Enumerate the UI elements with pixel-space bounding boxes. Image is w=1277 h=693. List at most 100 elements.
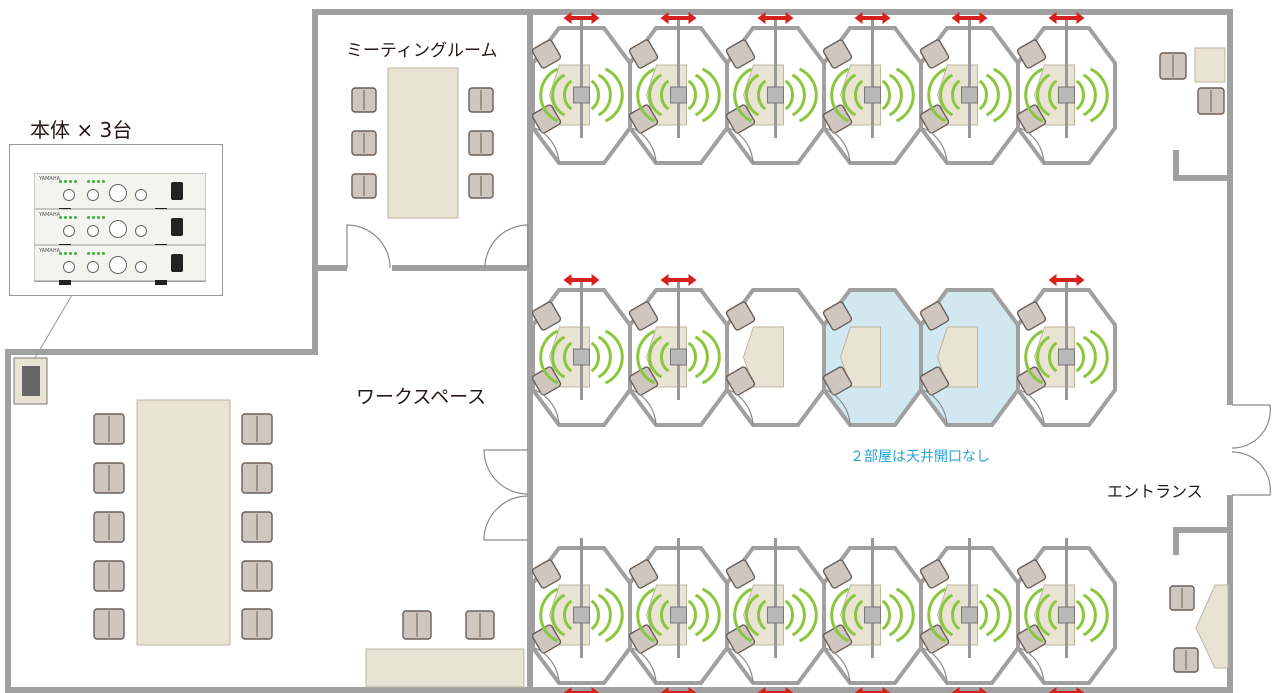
booth-desk [936,326,978,388]
no-ceiling-note: ２部屋は天井開口なし [850,449,990,465]
signal-wave [842,593,857,637]
booth-door [728,389,754,426]
speaker-icon [961,86,978,104]
signal-wave [888,73,903,117]
booth-chair [531,104,562,134]
mixer-unit: YAMAHA [34,173,206,213]
signal-wave [551,593,566,637]
chair-seat [725,624,756,654]
chair-seat [531,301,562,331]
speaker-icon [670,348,687,366]
conference-chair [241,462,273,494]
knob-icon [135,189,147,201]
meeting-chair [468,173,494,199]
booth [531,274,632,427]
arrow-icon [1048,274,1085,286]
booth-chair [725,366,756,396]
speaker-icon [670,606,687,624]
booth [822,538,923,693]
signal-wave [660,599,670,631]
door [484,224,529,269]
booth-door [922,647,948,684]
signal-wave [1048,79,1058,111]
chair-seat [628,104,659,134]
signal-wave [927,587,947,643]
signal-wave [939,73,954,117]
chair-seat [919,559,950,589]
booth [725,288,826,427]
signal-wave [1024,67,1044,123]
units-title: 本体 × 3台 [30,118,133,142]
booth-door [728,647,754,684]
signal-wave [830,587,850,643]
chair-seat [725,366,756,396]
led-icon [87,252,90,255]
signal-wave [694,593,709,637]
signal-wave [951,79,961,111]
signal-wave [648,73,663,117]
unit-foot [155,280,167,285]
chair-seat [628,624,659,654]
led-icon [69,252,72,255]
mixer-unit: YAMAHA [34,209,206,249]
conference-chair [93,462,125,494]
signal-wave [660,79,670,111]
chair-seat [919,39,950,69]
chair-seat [1016,39,1047,69]
booth-chair [628,366,659,396]
signal-wave [854,79,864,111]
chair-seat [822,624,853,654]
knob-icon [109,220,127,238]
port-icon [171,218,183,236]
chair-seat [531,104,562,134]
chair-seat [1016,366,1047,396]
signal-wave [798,587,818,643]
signal-wave [895,587,915,643]
signal-wave [784,79,794,111]
arrow-icon [1048,12,1085,24]
workspace-label: ワークスペース [356,386,487,408]
signal-wave [881,599,891,631]
signal-wave [992,587,1012,643]
speaker-icon [767,86,784,104]
signal-wave [978,79,988,111]
signal-wave [636,329,656,385]
signal-wave [1082,593,1097,637]
booth-door [631,389,657,426]
booth [725,12,826,165]
side-chair [1173,647,1199,673]
booth-chair [1016,39,1047,69]
signal-wave [1089,67,1109,123]
signal-wave [798,67,818,123]
signal-wave [701,587,721,643]
speaker-icon [573,348,590,366]
signal-wave [1075,599,1085,631]
signal-wave [927,67,947,123]
led-icon [69,216,72,219]
conference-chair [241,560,273,592]
signal-wave [939,593,954,637]
booth [725,538,826,693]
conference-chair [241,413,273,445]
booth-chair [919,39,950,69]
booth-chair [822,624,853,654]
led-icon [97,180,100,183]
chair-seat [919,624,950,654]
wall [5,9,1233,693]
arrow-icon [757,12,794,24]
led-icon [102,180,105,183]
signal-wave [745,593,760,637]
booth-door [534,647,560,684]
signal-wave [757,599,767,631]
booth-chair [919,301,950,331]
led-icon [87,216,90,219]
signal-wave [757,79,767,111]
booth-chair [725,39,756,69]
speaker-icon [864,86,881,104]
port-icon [171,182,183,200]
wall [1173,495,1233,555]
booth-chair [725,104,756,134]
meeting-room-label: ミーティングルーム [346,41,498,61]
led-icon [102,216,105,219]
